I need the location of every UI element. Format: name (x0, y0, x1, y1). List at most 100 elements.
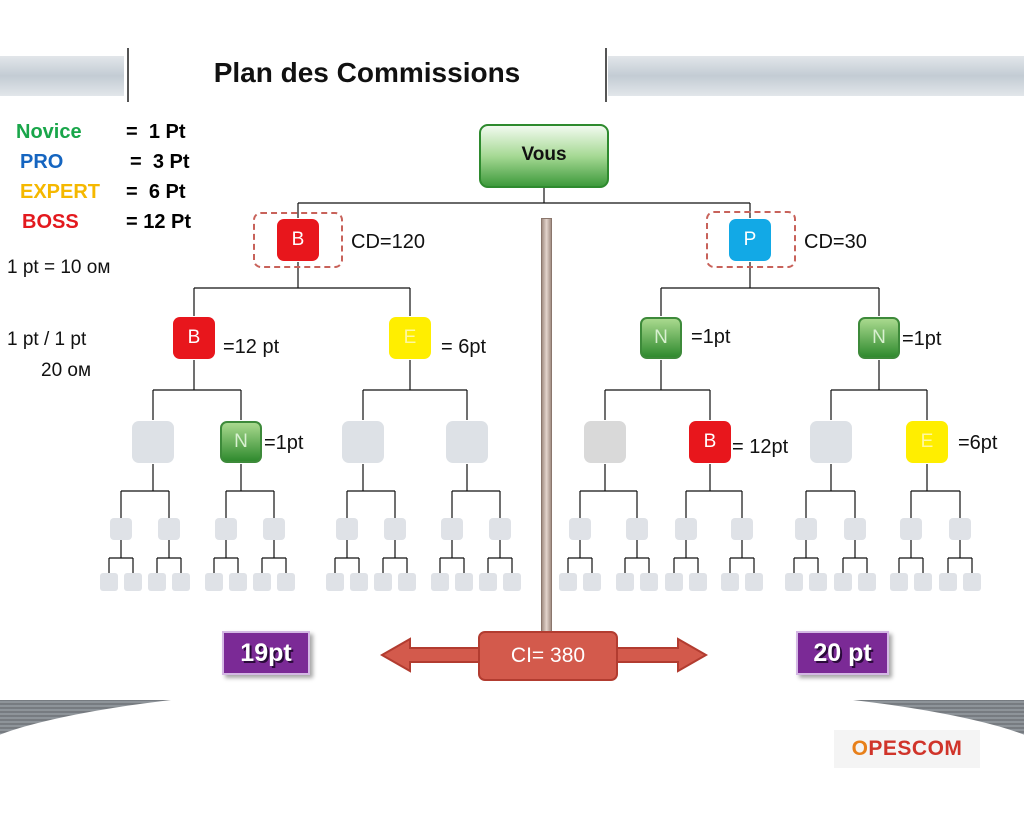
tree-node-small (441, 518, 463, 540)
legend-expert: EXPERT (20, 181, 100, 204)
tree-node-tiny (479, 573, 497, 591)
tree-node-tiny (583, 573, 601, 591)
left-grandchild-novice-node: N (220, 421, 262, 463)
right-total-badge: 20 pt (796, 631, 889, 675)
right-grandchild-expert-label: =6pt (958, 432, 998, 454)
tree-node-empty (810, 421, 852, 463)
right-branch-highlight (706, 211, 796, 268)
tree-node-tiny (326, 573, 344, 591)
tree-node-tiny (616, 573, 634, 591)
page-title: Plan des Commissions (213, 57, 521, 88)
tree-node-tiny (939, 573, 957, 591)
legend-novice-name: Novice (16, 121, 82, 143)
tree-node-small (110, 518, 132, 540)
tree-node-tiny (253, 573, 271, 591)
tree-node-tiny (914, 573, 932, 591)
left-total-badge: 19pt (222, 631, 310, 675)
tree-node-small (158, 518, 180, 540)
right-grandchild-expert-node: E (906, 421, 948, 463)
tree-node-tiny (785, 573, 803, 591)
legend-eq: = (126, 121, 138, 143)
left-child-boss-node: B (173, 317, 215, 359)
legend-value: 1 Pt (148, 121, 186, 143)
tree-node-tiny (277, 573, 295, 591)
left-child-boss-label: =12 pt (223, 336, 280, 358)
legend-boss-name: BOSS (22, 211, 79, 233)
tree-node-small (215, 518, 237, 540)
tree-node-tiny (559, 573, 577, 591)
right-grandchild-boss-label: = 12pt (732, 436, 789, 458)
tree-node-empty (446, 421, 488, 463)
legend-value: 3 Pt (152, 151, 190, 173)
tree-node-small (489, 518, 511, 540)
left-grandchild-novice-label: =1pt (264, 432, 304, 454)
left-arrow-icon (380, 637, 483, 673)
tree-connectors (108, 188, 973, 573)
tree-node-small (844, 518, 866, 540)
legend-eq: = (126, 211, 138, 233)
tree-node-small (731, 518, 753, 540)
right-child-novice-node-2: N (858, 317, 900, 359)
tree-node-tiny (890, 573, 908, 591)
tree-node-tiny (374, 573, 392, 591)
tree-node-tiny (398, 573, 416, 591)
legend-value: 6 Pt (148, 181, 186, 203)
logo-rest: PESCOM (868, 737, 963, 760)
title-frame (127, 48, 607, 102)
tree-node-small (900, 518, 922, 540)
tree-node-tiny (205, 573, 223, 591)
center-pole (541, 218, 552, 635)
ci-total-box: CI= 380 (478, 631, 618, 681)
tree-node-tiny (229, 573, 247, 591)
right-child-novice-node-1: N (640, 317, 682, 359)
right-branch-cd: CD=30 (804, 231, 867, 253)
tree-node-tiny (503, 573, 521, 591)
legend-expert-name: EXPERT (20, 181, 101, 203)
tree-node-tiny (431, 573, 449, 591)
rate-note: 1 pt = 10 ом (7, 257, 111, 278)
tree-node-tiny (100, 573, 118, 591)
tree-node-small (949, 518, 971, 540)
tree-node-tiny (745, 573, 763, 591)
tree-node-tiny (455, 573, 473, 591)
tree-node-tiny (689, 573, 707, 591)
per-note-line2: 20 ом (41, 360, 92, 381)
left-branch-cd: CD=120 (351, 231, 425, 253)
tree-node-tiny (809, 573, 827, 591)
tree-node-tiny (148, 573, 166, 591)
left-child-expert-node: E (389, 317, 431, 359)
legend-eq: = (130, 151, 142, 173)
tree-node-tiny (640, 573, 658, 591)
tree-node-tiny (124, 573, 142, 591)
legend-pro: PRO (20, 151, 63, 174)
header-bar-left (0, 56, 124, 96)
tree-node-small (626, 518, 648, 540)
left-child-expert-label: = 6pt (441, 336, 487, 358)
tree-node-small (795, 518, 817, 540)
tree-node-tiny (963, 573, 981, 591)
per-note-line1: 1 pt / 1 pt (7, 329, 87, 350)
right-child-novice-label-1: =1pt (691, 326, 731, 348)
tree-node-tiny (721, 573, 739, 591)
right-branch-node: P (729, 219, 771, 261)
tree-node-tiny (350, 573, 368, 591)
logo-initial: O (851, 737, 869, 760)
left-branch-node: B (277, 219, 319, 261)
right-arrow-icon (615, 637, 709, 673)
header-bar-right (608, 56, 1024, 96)
legend-expert-eq: = 6 Pt (126, 181, 186, 204)
tree-node-small (263, 518, 285, 540)
legend-pro-name: PRO (20, 151, 64, 173)
legend-boss: BOSS (22, 211, 79, 234)
tree-node-small (569, 518, 591, 540)
tree-node-tiny (665, 573, 683, 591)
tree-node-small (336, 518, 358, 540)
right-child-novice-label-2: =1pt (902, 328, 942, 350)
legend-novice: Novice (16, 121, 82, 144)
left-branch-highlight (253, 212, 343, 268)
legend-value: 12 Pt (143, 211, 192, 233)
tree-node-small (675, 518, 697, 540)
tree-node-empty (584, 421, 626, 463)
legend-novice-eq: = 1 Pt (126, 121, 186, 144)
tree-node-tiny (858, 573, 876, 591)
